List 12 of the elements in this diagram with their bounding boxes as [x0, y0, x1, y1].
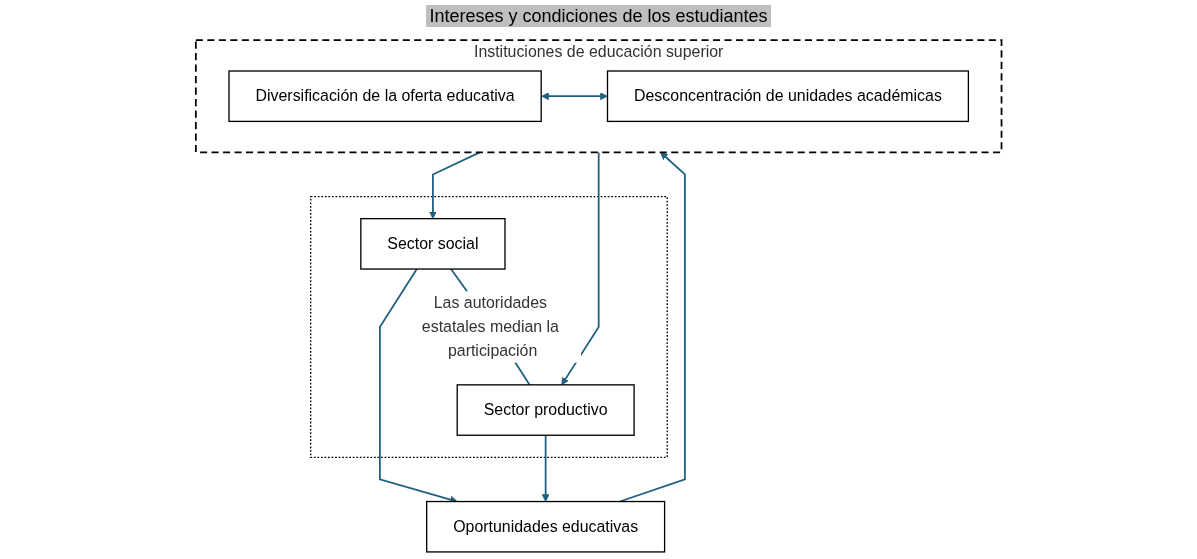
arrow: [541, 92, 608, 101]
arrow: [428, 151, 481, 219]
edge-label: Las autoridades estatales median la participación: [421, 293, 559, 360]
node-box: Diversificación de la oferta educativa: [228, 70, 542, 123]
node-box: Sector productivo: [456, 384, 635, 436]
arrow: [541, 434, 550, 502]
arrow: [561, 151, 600, 386]
cluster: [309, 195, 668, 458]
node-box: Sector social: [360, 218, 506, 270]
node-box: Oportunidades educativas: [425, 500, 666, 553]
highlighted-note: Intereses y condiciones de los estudiantes: [426, 5, 771, 27]
node-box: Desconcentración de unidades académicas: [606, 70, 969, 123]
